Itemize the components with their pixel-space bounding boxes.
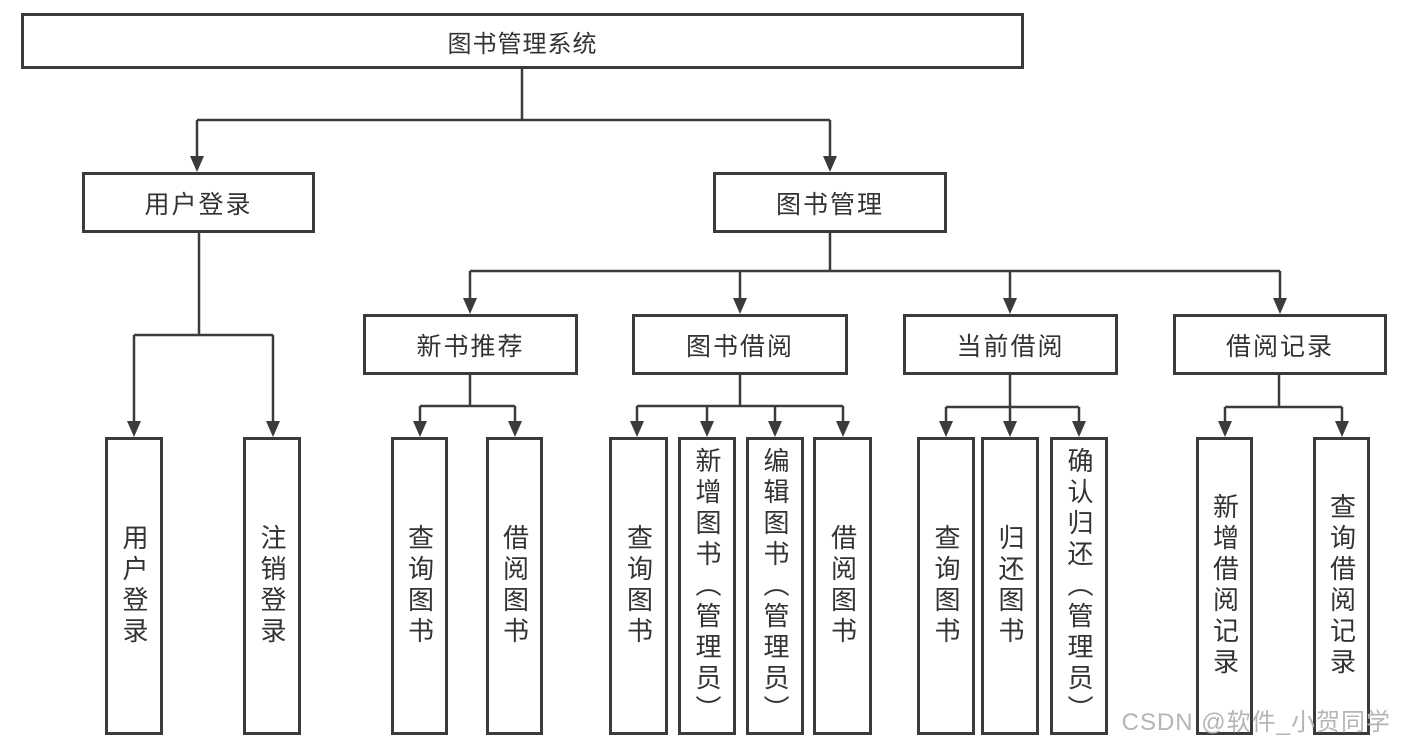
leaf-add-borrow-record: 新增借阅记录 bbox=[1196, 437, 1253, 735]
node-new-book-recommend: 新书推荐 bbox=[363, 314, 578, 375]
leaf-query-book-1: 查询图书 bbox=[391, 437, 448, 735]
node-user-login: 用户登录 bbox=[82, 172, 315, 233]
leaf-logout: 注销登录 bbox=[243, 437, 301, 735]
leaf-query-book-2: 查询图书 bbox=[609, 437, 668, 735]
node-current-borrow: 当前借阅 bbox=[903, 314, 1118, 375]
node-book-management: 图书管理 bbox=[713, 172, 947, 233]
connector-new-book bbox=[418, 375, 517, 422]
leaf-add-book-admin: 新增图书（管理员） bbox=[678, 437, 736, 735]
connector-current-borrow bbox=[944, 375, 1081, 422]
node-root: 图书管理系统 bbox=[21, 13, 1024, 69]
leaf-borrow-book-1: 借阅图书 bbox=[486, 437, 543, 735]
node-borrow-record: 借阅记录 bbox=[1173, 314, 1387, 375]
leaf-borrow-book-2: 借阅图书 bbox=[813, 437, 872, 735]
arrowheads bbox=[127, 156, 1349, 437]
connector-borrow-record bbox=[1223, 375, 1344, 422]
leaf-query-book-3: 查询图书 bbox=[917, 437, 975, 735]
leaf-confirm-return-admin: 确认归还（管理员） bbox=[1050, 437, 1108, 735]
leaf-user-login: 用户登录 bbox=[105, 437, 163, 735]
connector-book-borrow bbox=[635, 375, 845, 422]
connector-user-login bbox=[132, 233, 275, 422]
leaf-query-borrow-record: 查询借阅记录 bbox=[1313, 437, 1370, 735]
leaf-return-book: 归还图书 bbox=[981, 437, 1039, 735]
connector-root bbox=[195, 69, 832, 157]
connector-book-mgmt bbox=[468, 233, 1282, 299]
watermark: CSDN @软件_小贺同学 bbox=[1121, 709, 1391, 736]
node-book-borrow: 图书借阅 bbox=[632, 314, 848, 375]
leaf-edit-book-admin: 编辑图书（管理员） bbox=[746, 437, 804, 735]
